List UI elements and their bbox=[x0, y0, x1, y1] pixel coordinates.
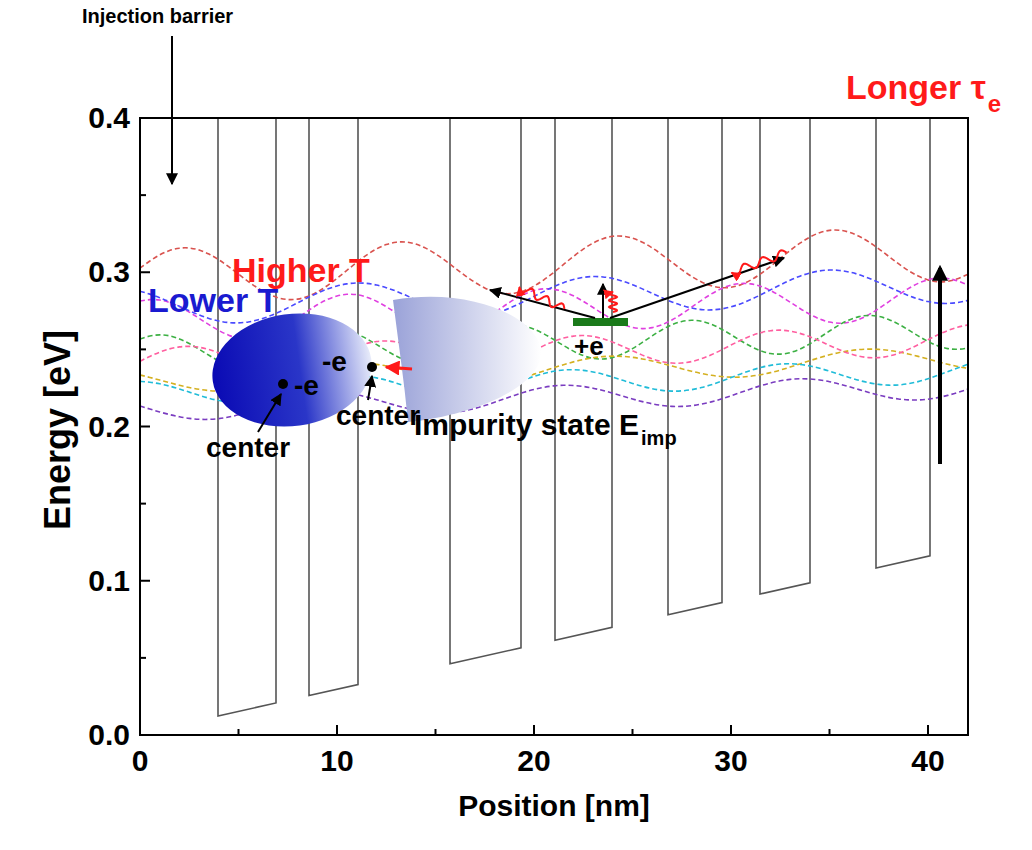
tick-label: 0.3 bbox=[88, 257, 130, 287]
phonon-wiggle bbox=[519, 287, 564, 309]
annotation: Lower T bbox=[148, 283, 278, 317]
subscript: imp bbox=[641, 428, 677, 448]
tick bbox=[238, 729, 240, 735]
tick-label: 0.2 bbox=[88, 412, 130, 442]
center-dot bbox=[278, 379, 288, 389]
tick-label: 20 bbox=[517, 746, 550, 776]
annotation: Injection barrier bbox=[82, 6, 233, 26]
annotation: Impurity state E bbox=[414, 410, 639, 440]
quantum-well bbox=[555, 118, 612, 640]
annotation: Higher T bbox=[232, 253, 370, 287]
tick bbox=[336, 725, 338, 735]
tick bbox=[533, 725, 535, 735]
tick-label: 0.1 bbox=[88, 566, 130, 596]
leader-arrow bbox=[368, 376, 372, 400]
tick bbox=[140, 348, 146, 350]
tick-label: 0 bbox=[132, 746, 149, 776]
excitation-arrow bbox=[602, 284, 604, 318]
phonon-wiggles bbox=[519, 250, 786, 312]
tick bbox=[632, 729, 634, 735]
leader-arrow bbox=[258, 394, 281, 432]
phonon-wiggle bbox=[732, 250, 787, 274]
impurity-level bbox=[573, 318, 628, 326]
tick bbox=[730, 725, 732, 735]
tick-label: 0.4 bbox=[88, 103, 130, 133]
attraction-arrow bbox=[386, 367, 412, 369]
tick-label: 30 bbox=[714, 746, 747, 776]
axis-title: Energy [eV] bbox=[40, 330, 76, 530]
tick bbox=[140, 734, 150, 736]
tick bbox=[140, 271, 150, 273]
quantum-well bbox=[760, 118, 810, 594]
tick bbox=[140, 426, 150, 428]
phonon-wiggle bbox=[609, 292, 617, 312]
tick bbox=[140, 194, 146, 196]
tick bbox=[435, 729, 437, 735]
tick bbox=[140, 580, 150, 582]
center-dot bbox=[367, 362, 377, 372]
annotation: Longer τ bbox=[846, 70, 986, 104]
subscript: e bbox=[988, 92, 1001, 116]
plot-frame bbox=[140, 118, 968, 735]
tick-label: 0.0 bbox=[88, 720, 130, 750]
tick bbox=[140, 503, 146, 505]
axis-ticks bbox=[140, 118, 928, 735]
trend-arrow bbox=[938, 268, 942, 464]
charge-label: +e bbox=[574, 333, 604, 359]
excitation-arrow bbox=[490, 290, 595, 318]
tick bbox=[140, 657, 146, 659]
tick bbox=[140, 117, 150, 119]
axis-title: Position [nm] bbox=[458, 791, 650, 821]
charge-label: -e bbox=[322, 348, 347, 376]
annotation: center bbox=[206, 434, 290, 462]
tick bbox=[139, 725, 141, 735]
tick bbox=[927, 725, 929, 735]
annotation: center bbox=[336, 402, 420, 430]
leader-arrow bbox=[171, 36, 173, 184]
tick-label: 10 bbox=[320, 746, 353, 776]
tick bbox=[829, 729, 831, 735]
charge-label: -e bbox=[294, 372, 319, 400]
tick-label: 40 bbox=[911, 746, 944, 776]
